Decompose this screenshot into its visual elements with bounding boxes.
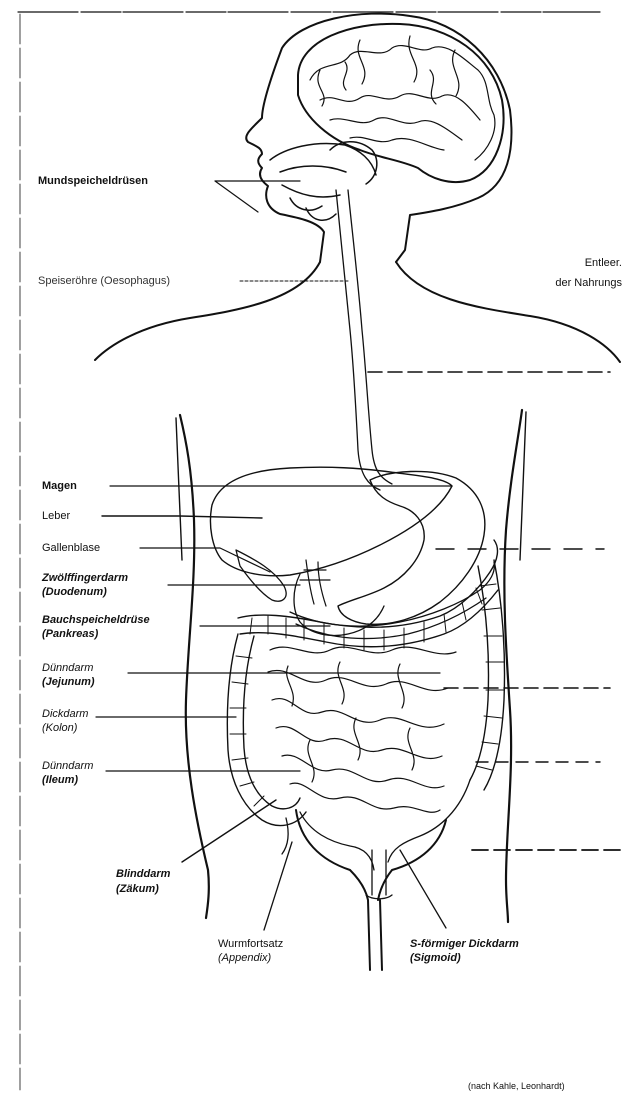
leader-sigmoid (400, 850, 446, 928)
left-arm-edge (176, 418, 182, 560)
small-intestine (268, 647, 456, 812)
leader-leber (102, 516, 262, 518)
appendix (282, 818, 288, 854)
label-zwoelffinger-1: Zwölffingerdarm (42, 572, 128, 584)
pancreas (290, 562, 494, 639)
label-leber: Leber (42, 510, 70, 522)
label-sigmoid-2: (Sigmoid) (410, 952, 461, 964)
label-bauchspeichel-2: (Pankreas) (42, 628, 98, 640)
label-zwoelffinger-2: (Duodenum) (42, 586, 107, 598)
label-wurmfortsatz-2: (Appendix) (218, 952, 271, 964)
brain-folds (310, 36, 495, 160)
label-blinddarm-2: (Zäkum) (116, 883, 159, 895)
label-duenndarm-2: (Jejunum) (42, 676, 95, 688)
label-gallenblase: Gallenblase (42, 542, 100, 554)
transverse-colon (238, 540, 498, 647)
label-mundspeicheldruesen: Mundspeicheldrüsen (38, 175, 148, 187)
right-arm-edge (520, 412, 526, 560)
label-duenndarm-1: Dünndarm (42, 662, 93, 674)
leader-wurmfortsatz (264, 842, 292, 930)
label-bauchspeichel-1: Bauchspeicheldrüse (42, 614, 150, 626)
right-torso-side (504, 410, 522, 922)
label-ileum-1: Dünndarm (42, 760, 93, 772)
label-dickdarm-2: (Kolon) (42, 722, 77, 734)
brain-outline (298, 24, 504, 182)
label-ileum-2: (Ileum) (42, 774, 78, 786)
label-speiseroehre: Speiseröhre (Oesophagus) (38, 275, 170, 287)
leader-mundspeichel (215, 181, 300, 212)
descending-colon (470, 560, 505, 790)
credit-line: (nach Kahle, Leonhardt) (468, 1080, 565, 1092)
label-blinddarm-1: Blinddarm (116, 868, 170, 880)
label-entleer-1: Entleer. (530, 257, 622, 269)
leader-gallenblase (140, 548, 270, 572)
label-wurmfortsatz-1: Wurmfortsatz (218, 938, 283, 950)
label-magen: Magen (42, 480, 77, 492)
label-entleer-2: der Nahrungs (490, 277, 622, 289)
left-torso-side (180, 415, 209, 918)
esophagus (336, 190, 392, 490)
label-dickdarm-1: Dickdarm (42, 708, 88, 720)
label-sigmoid-1: S-förmiger Dickdarm (410, 938, 519, 950)
